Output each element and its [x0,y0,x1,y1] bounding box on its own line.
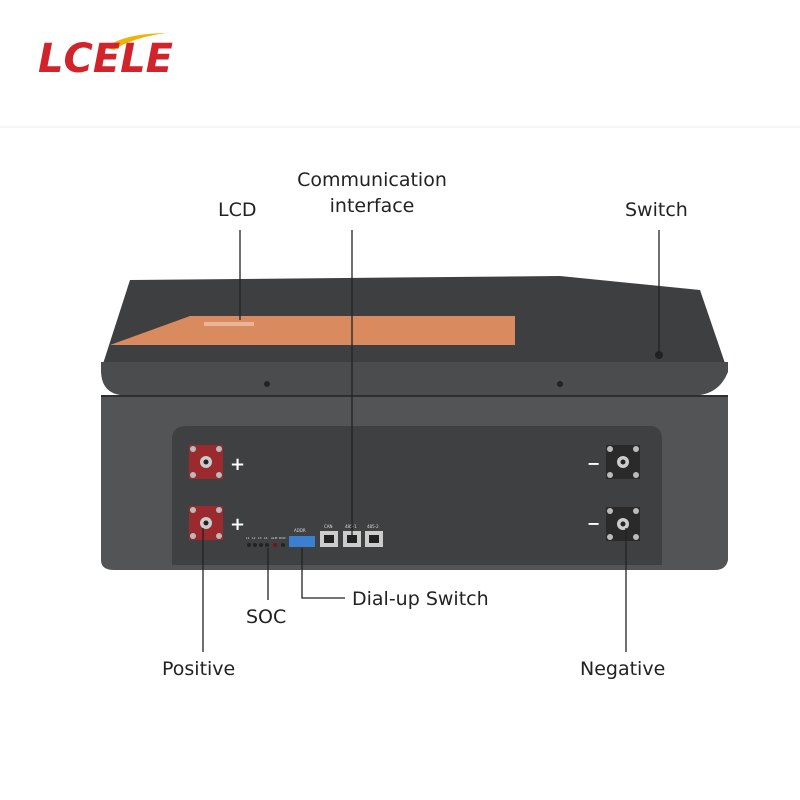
soc-leds: L1 L2 L3 L4 ALM RUN [246,536,286,547]
label-switch: Switch [625,199,688,221]
dip-switch: ADDR [289,528,315,547]
label-positive: Positive [162,658,236,680]
positive-terminal [189,445,223,479]
svg-text:L2: L2 [252,536,256,540]
label-soc: SOC [246,606,287,628]
svg-text:L4: L4 [264,536,268,540]
plus-sign: + [230,454,245,475]
label-communication-line1: Communication [297,169,447,191]
lcele-logo: LCELE [36,30,236,82]
svg-text:L1: L1 [246,536,250,540]
power-switch [655,351,663,359]
plus-sign: + [230,514,245,535]
negative-terminal [606,507,640,541]
label-communication-line2: interface [329,195,415,217]
logo-swoosh [106,33,166,50]
svg-text:L3: L3 [258,536,262,540]
minus-sign: − [587,514,600,533]
label-negative: Negative [580,658,666,680]
svg-text:485-2: 485-2 [367,524,379,529]
leader-lines [202,230,660,652]
negative-terminal [606,445,640,479]
positive-terminal [189,506,223,540]
logo-text: LCELE [38,36,173,80]
minus-sign: − [587,454,600,473]
svg-text:CAN: CAN [324,524,333,529]
front-panel [172,426,662,565]
label-dial-up-switch: Dial-up Switch [352,588,489,610]
svg-text:ALM: ALM [271,536,278,540]
svg-text:485-1: 485-1 [345,524,357,529]
svg-text:RUN: RUN [279,536,286,540]
label-lcd: LCD [218,199,257,221]
svg-text:ADDR: ADDR [294,528,306,533]
